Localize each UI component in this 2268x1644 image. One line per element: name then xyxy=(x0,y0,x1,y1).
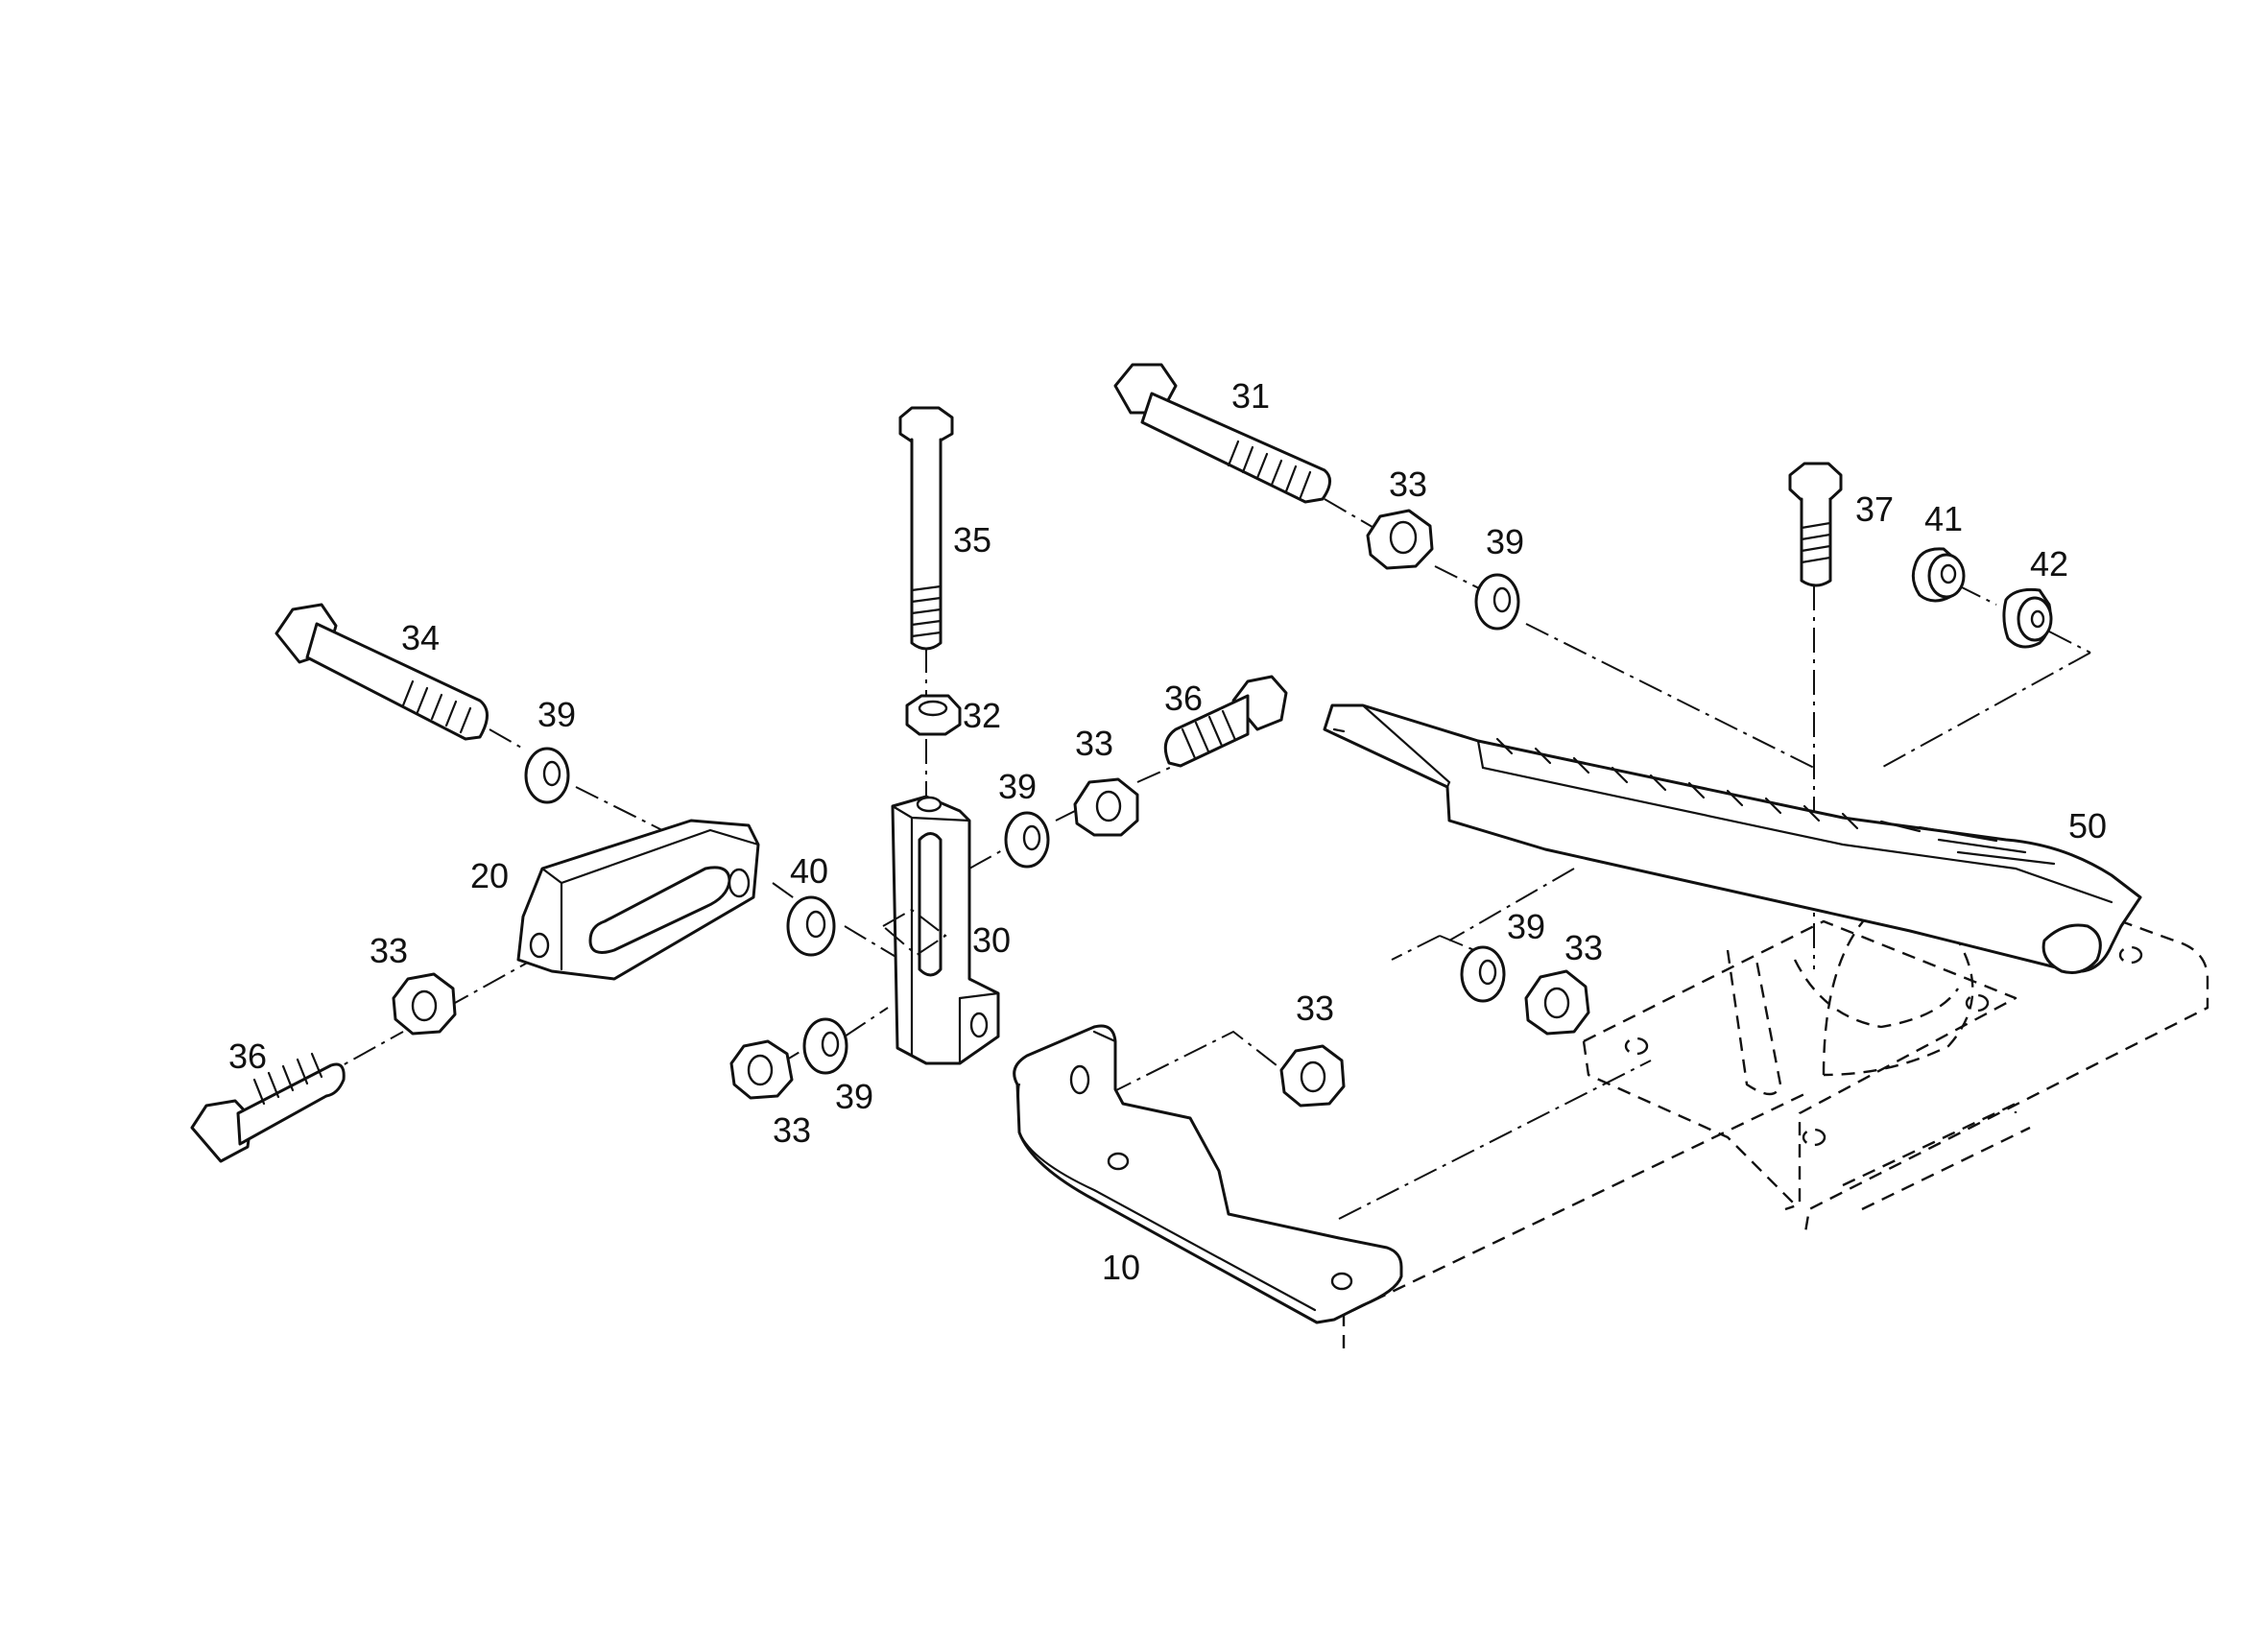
bolt-36-left xyxy=(190,1052,346,1163)
bolt-35 xyxy=(898,406,954,651)
callout-10: 10 xyxy=(1102,1248,1140,1287)
bolt-36-middle xyxy=(1163,675,1288,768)
bolt-31-threads xyxy=(1227,440,1312,499)
callout-31: 31 xyxy=(1231,376,1270,416)
callout-39-top: 39 xyxy=(1486,522,1524,561)
callout-35: 35 xyxy=(953,520,991,560)
clamp-block-20 xyxy=(516,819,760,981)
callout-41: 41 xyxy=(1924,499,1963,538)
callout-39-under-pedal: 39 xyxy=(1507,907,1545,946)
washer-39-top xyxy=(1474,573,1520,631)
callout-33-top: 33 xyxy=(1389,465,1427,504)
callout-37: 37 xyxy=(1855,489,1894,529)
callout-33-middle: 33 xyxy=(1075,724,1113,763)
nut-33-left xyxy=(392,972,457,1036)
callout-32: 32 xyxy=(963,696,1001,735)
callout-39-left: 39 xyxy=(537,695,576,734)
callout-33-lower-right: 33 xyxy=(1296,989,1334,1028)
washer-39-lower-middle xyxy=(802,1017,848,1075)
callout-30: 30 xyxy=(972,920,1011,960)
callout-34: 34 xyxy=(401,618,440,657)
washer-40 xyxy=(786,895,836,957)
slotted-bracket-30 xyxy=(882,795,1000,1065)
callout-labels: 31 33 39 37 41 42 35 34 39 32 36 33 39 2… xyxy=(228,376,2107,1287)
bolt-31 xyxy=(1113,363,1331,504)
nut-33-lower-right xyxy=(1279,1044,1346,1108)
callout-39-middle: 39 xyxy=(998,767,1037,806)
callout-33-lower-middle: 33 xyxy=(773,1110,811,1150)
mounting-bracket-10 xyxy=(1013,1024,1403,1324)
nut-33-middle xyxy=(1073,777,1139,837)
callout-39-lower-middle: 39 xyxy=(835,1077,873,1116)
nut-32 xyxy=(905,694,962,736)
spacer-42 xyxy=(2002,588,2053,649)
washer-39-middle xyxy=(1004,811,1050,869)
callout-42: 42 xyxy=(2030,544,2068,584)
callout-50: 50 xyxy=(2068,806,2107,846)
nut-33-under-pedal xyxy=(1524,969,1590,1036)
washer-39-under-pedal xyxy=(1460,945,1506,1003)
bolt-34 xyxy=(275,603,489,741)
accelerator-pedal xyxy=(1323,703,2142,974)
callout-33-left: 33 xyxy=(370,931,408,970)
callout-36-middle: 36 xyxy=(1164,679,1203,718)
callout-20: 20 xyxy=(470,856,509,895)
spacer-41 xyxy=(1911,547,1966,603)
nut-33-lower-middle xyxy=(729,1039,794,1100)
bolt-37 xyxy=(1788,462,1843,587)
nut-33-top xyxy=(1366,509,1434,570)
pedal-tread-ridges xyxy=(1495,737,2056,866)
washer-39-left xyxy=(524,747,570,804)
bolt-34-threads xyxy=(401,679,472,734)
callout-33-under-pedal: 33 xyxy=(1564,928,1603,967)
callout-36-left: 36 xyxy=(228,1036,267,1076)
callout-40: 40 xyxy=(790,851,828,891)
